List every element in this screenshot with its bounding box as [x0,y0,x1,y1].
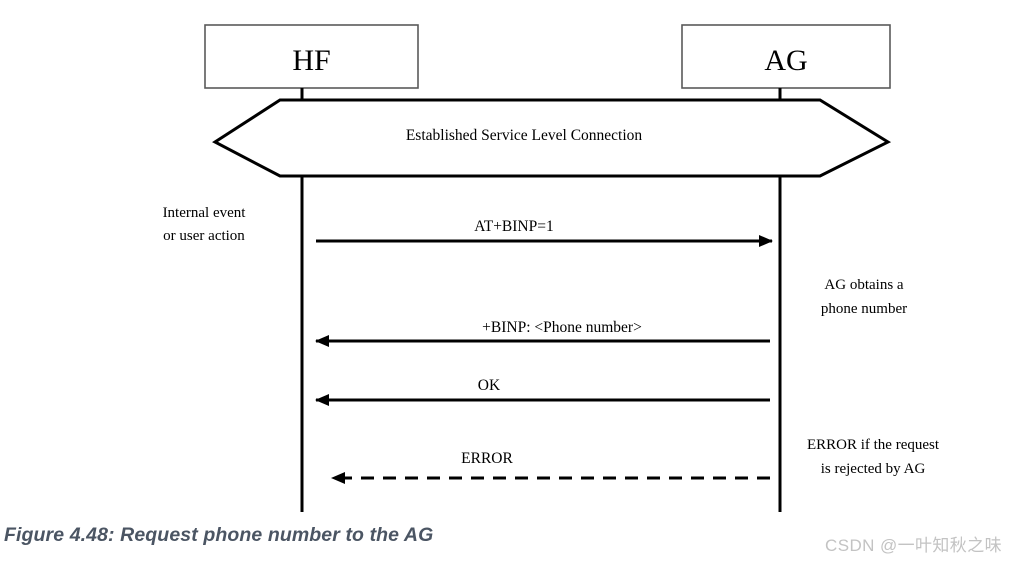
note-ag-obtains: AG obtains a phone number [821,277,907,317]
note-ag-obtains-line2: phone number [821,301,907,317]
note-error-condition-line2: is rejected by AG [821,461,926,477]
message-ok-response-label: OK [478,377,501,394]
participant-label-hf: HF [292,44,330,77]
figure-caption: Figure 4.48: Request phone number to the… [4,524,434,546]
note-error-condition: ERROR if the request is rejected by AG [807,437,940,477]
note-internal-event-line1: Internal event [163,205,247,221]
message-error-response[interactable]: ERROR [331,450,770,484]
note-internal-event: Internal event or user action [163,205,247,244]
message-ok-response[interactable]: OK [315,377,770,406]
participant-box-hf[interactable]: HF [204,24,419,89]
state-band-label: Established Service Level Connection [406,127,643,144]
participant-label-ag: AG [764,44,807,77]
message-binp-response[interactable]: +BINP: <Phone number> [315,319,770,347]
message-binp-response-label: +BINP: <Phone number> [482,319,642,336]
state-band-hexagon [212,98,892,178]
participant-box-ag[interactable]: AG [681,24,891,89]
note-ag-obtains-line1: AG obtains a [824,277,903,293]
message-error-response-label: ERROR [461,450,513,467]
participant-box-hf-rect [204,24,419,89]
note-error-condition-line1: ERROR if the request [807,437,940,453]
note-internal-event-line2: or user action [163,228,245,244]
message-at-binp-label: AT+BINP=1 [474,218,554,235]
message-at-binp[interactable]: AT+BINP=1 [316,218,773,247]
watermark-text: CSDN @一叶知秋之味 [825,536,1002,555]
participant-box-ag-rect [681,24,891,89]
state-band-established-connection: Established Service Level Connection [212,98,892,178]
